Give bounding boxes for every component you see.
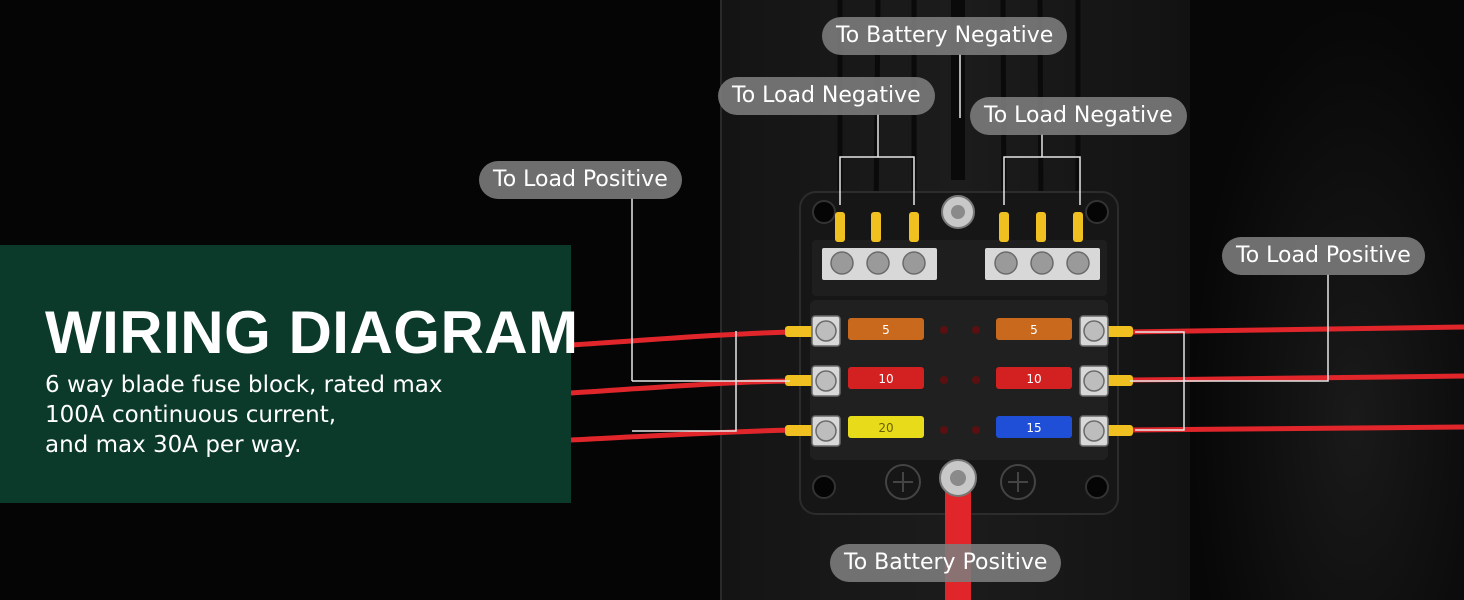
battery-positive-cable — [945, 480, 971, 600]
positive-load-wires — [570, 324, 1464, 443]
description-line: 100A continuous current, — [45, 402, 337, 428]
negative-terminals — [835, 212, 1083, 242]
description-line: 6 way blade fuse block, rated max — [45, 372, 443, 398]
positive-terminals — [785, 326, 1133, 436]
mounting-holes — [812, 200, 1109, 499]
negative-screws — [830, 251, 1090, 275]
fuse-label: 10 — [878, 372, 893, 386]
callout-load-negative-left: To Load Negative — [718, 77, 935, 115]
fuse-label: 5 — [882, 323, 890, 337]
positive-screws — [811, 315, 1109, 447]
callout-load-negative-right: To Load Negative — [970, 97, 1187, 135]
plus-marks — [885, 464, 1036, 500]
callout-leaders — [631, 54, 1329, 432]
callout-load-positive-right: To Load Positive — [1222, 237, 1425, 275]
fuse-label: 10 — [1026, 372, 1041, 386]
title-panel — [0, 245, 571, 503]
description-line: and max 30A per way. — [45, 432, 302, 458]
description: 6 way blade fuse block, rated max 100A c… — [45, 370, 545, 460]
fuse-10-right — [996, 367, 1072, 389]
callout-battery-positive: To Battery Positive — [830, 544, 1062, 582]
fuse-20-left — [848, 416, 924, 438]
indicator-leds — [940, 326, 980, 434]
fuse-15-right — [996, 416, 1072, 438]
page-title: WIRING DIAGRAM — [45, 299, 579, 366]
fuse-label: 5 — [1030, 323, 1038, 337]
fuse-5-right — [996, 318, 1072, 340]
fuse-label: 20 — [878, 421, 893, 435]
background-shadow — [1190, 0, 1464, 600]
fuse-5-left — [848, 318, 924, 340]
fuse-label: 15 — [1026, 421, 1041, 435]
callout-load-positive-left: To Load Positive — [479, 161, 682, 199]
callout-battery-negative: To Battery Negative — [822, 17, 1068, 55]
fuse-10-left — [848, 367, 924, 389]
